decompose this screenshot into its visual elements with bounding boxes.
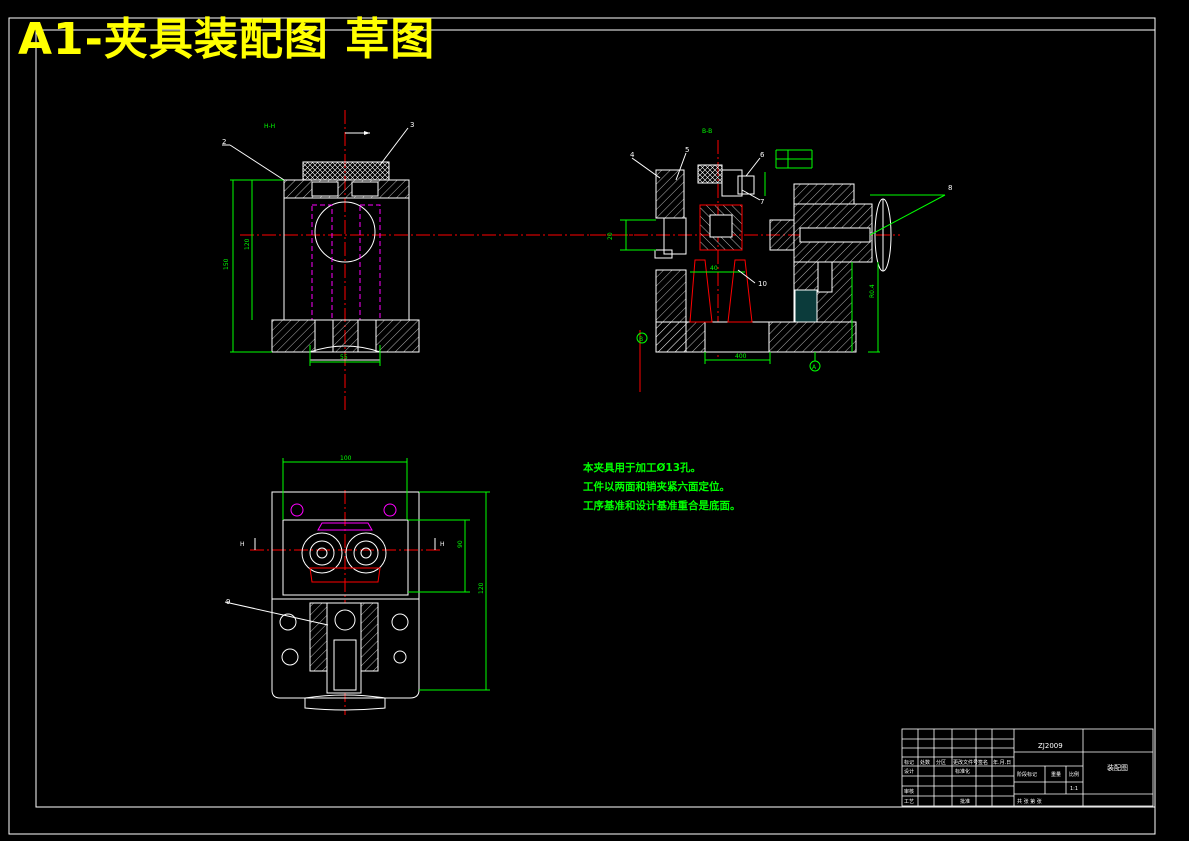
dim-right-tol: R0.4 (869, 284, 876, 298)
balloon-3: 3 (410, 121, 414, 129)
datum-a: A (812, 364, 817, 371)
title-block (901, 728, 1154, 807)
dim-top-height: 120 (478, 582, 485, 594)
side-view: 400 20 40 R0.4 B-B 4 5 6 7 8 10 B A (590, 128, 952, 392)
tb-header-mark: 标记 (904, 759, 914, 766)
tb-role-check: 审核 (904, 788, 914, 795)
dim-top-width: 100 (340, 455, 352, 462)
drawing-title: A1-夹具装配图 草图 (18, 14, 436, 65)
dim-front-base: 55 (340, 354, 348, 361)
tb-weight: 重量 (1051, 771, 1061, 778)
tb-role-process: 工艺 (904, 799, 914, 805)
note-line: 工件以两面和销夹紧六面定位。 (583, 481, 730, 493)
dim-right-small: 20 (607, 232, 614, 240)
front-view: 150 120 55 2 3 H-H (222, 110, 640, 410)
balloon-6: 6 (760, 151, 765, 159)
dim-front-height: 150 (223, 258, 230, 270)
section-label-right: B-B (702, 128, 712, 135)
note-line: 本夹具用于加工Ø13孔。 (583, 462, 702, 474)
tb-stage-mark: 阶段标记 (1017, 771, 1037, 778)
balloon-7: 7 (760, 198, 764, 206)
tb-scale-value: 1:1 (1070, 786, 1078, 792)
tb-header-change: 更改文件号 (953, 759, 978, 766)
tb-header-date: 年.月.日 (993, 759, 1011, 766)
tb-header-count: 处数 (920, 759, 930, 766)
tb-standard: 标准化 (955, 768, 970, 775)
tb-scale: 比例 (1069, 771, 1079, 778)
outer-frame (8, 17, 1156, 835)
balloon-8: 8 (948, 184, 952, 192)
technical-notes: 本夹具用于加工Ø13孔。 工件以两面和销夹紧六面定位。 工序基准和设计基准重合是… (583, 459, 741, 516)
tb-drawing-number: ZJ2009 (1038, 742, 1063, 750)
note-line: 工序基准和设计基准重合是底面。 (583, 500, 741, 512)
section-label-top: H-H (264, 123, 275, 130)
tb-header-sign: 签名 (978, 759, 988, 766)
dim-front-inner: 120 (244, 238, 251, 250)
dim-right-mid: 40 (710, 265, 718, 272)
section-marker-right: H (440, 541, 445, 548)
tb-approve: 批准 (960, 798, 970, 805)
section-marker-left: H (240, 541, 245, 548)
tb-role-design: 设计 (904, 768, 914, 775)
balloon-2: 2 (222, 138, 226, 146)
datum-b: B (639, 336, 643, 343)
dim-right-base: 400 (735, 353, 747, 360)
tb-drawing-name: 装配图 (1107, 763, 1128, 772)
dim-top-inner: 90 (457, 540, 464, 548)
balloon-4: 4 (630, 151, 635, 159)
balloon-10: 10 (758, 280, 767, 288)
balloon-9: 9 (226, 598, 230, 606)
title-block-text: 标记 处数 分区 更改文件号 签名 年.月.日 设计 审核 工艺 标准化 批准 … (904, 742, 1128, 805)
tb-header-zone: 分区 (936, 759, 946, 766)
inner-frame (35, 29, 1156, 808)
tb-sheets: 共 张 第 张 (1017, 798, 1042, 805)
top-view: 100 90 120 H H 9 (224, 455, 490, 715)
balloon-5: 5 (685, 146, 689, 154)
